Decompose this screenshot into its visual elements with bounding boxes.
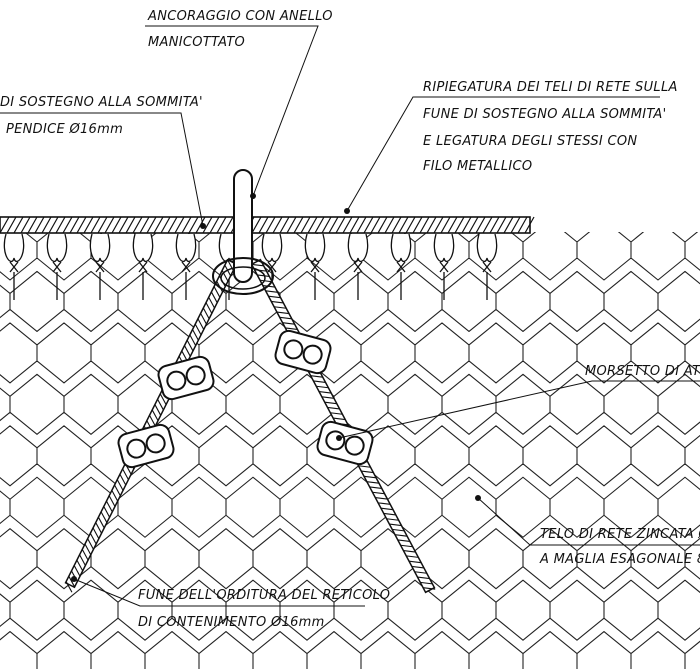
clamp-upper-right (274, 329, 332, 375)
rope-outline (64, 258, 238, 589)
label-net-line1: TELO DI RETE ZINCATA Ø3 (540, 527, 700, 542)
fold-twist (181, 261, 191, 300)
label-anchor-line2: MANICOTTATO (148, 35, 245, 50)
fold-loop (347, 233, 369, 263)
fold-loop (175, 233, 197, 263)
fold-loop (476, 233, 498, 263)
label-frame-line2: DI CONTENIMENTO Ø16mm (138, 615, 325, 630)
annotations: ANCORAGGIO CON ANELLO MANICOTTATO DI SOS… (0, 9, 700, 630)
fold-twist (9, 261, 19, 300)
fold-twist (138, 261, 148, 300)
fold-twist (52, 261, 62, 300)
fold-loop (46, 233, 68, 263)
anchor-rod (212, 169, 274, 295)
label-support-line1: DI SOSTEGNO ALLA SOMMITA' (0, 95, 203, 110)
label-fold-line3: E LEGATURA DEGLI STESSI CON (423, 134, 637, 149)
fold-twist (353, 261, 363, 300)
fold-loop (390, 233, 412, 263)
label-net-line2: A MAGLIA ESAGONALE 80 (539, 552, 700, 567)
label-fold-line1: RIPIEGATURA DEI TELI DI RETE SULLA (423, 80, 678, 95)
clamp-lower-left (117, 423, 175, 469)
fold-loop (261, 233, 283, 263)
fold-twist (310, 261, 320, 300)
fold-loop (89, 233, 111, 263)
fold-twist (482, 261, 492, 300)
label-clamp: MORSETTO DI ATTI (585, 364, 700, 379)
fold-twist (439, 261, 449, 300)
fold-loop (3, 233, 25, 263)
fold-loop (304, 233, 326, 263)
label-fold-line2: FUNE DI SOSTEGNO ALLA SOMMITA' (423, 107, 666, 122)
label-frame-line1: FUNE DELL'ORDITURA DEL RETICOLO (138, 588, 390, 603)
clamp-lower-right (316, 420, 374, 466)
label-anchor-line1: ANCORAGGIO CON ANELLO (147, 9, 333, 24)
fold-loop (433, 233, 455, 263)
top-support-rope (0, 216, 535, 234)
label-fold-line4: FILO METALLICO (423, 159, 532, 174)
clamp-upper-left (157, 355, 215, 401)
folded-net-loops (3, 233, 498, 300)
fold-loop (132, 233, 154, 263)
fold-twist (396, 261, 406, 300)
fold-twist (95, 261, 105, 300)
leader-lines (0, 25, 700, 607)
label-support-line2: PENDICE Ø16mm (6, 122, 123, 137)
rope-outline (0, 216, 531, 234)
